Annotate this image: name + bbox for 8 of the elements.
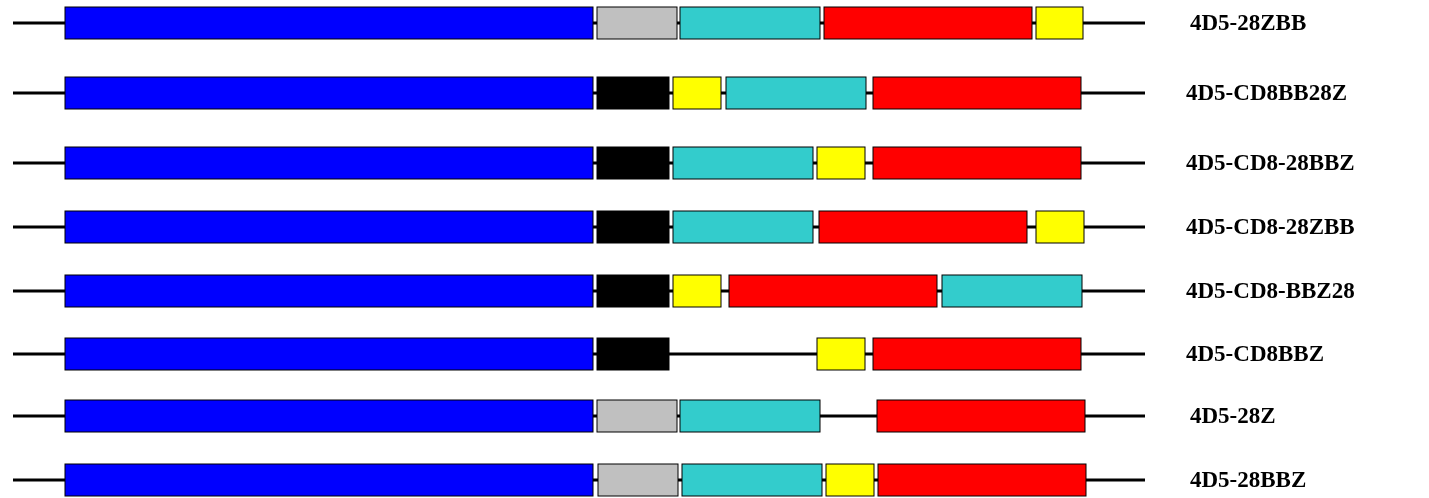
construct-label: 4D5-CD8-28BBZ (1186, 149, 1355, 177)
construct-label: 4D5-28BBZ (1190, 466, 1307, 494)
construct-label: 4D5-28ZBB (1190, 9, 1307, 37)
construct-label: 4D5-CD8BBZ (1186, 340, 1324, 368)
construct-label: 4D5-28Z (1190, 402, 1276, 430)
construct-label: 4D5-CD8-BBZ28 (1186, 277, 1355, 305)
construct-label: 4D5-CD8-28ZBB (1186, 213, 1355, 241)
construct-label: 4D5-CD8BB28Z (1186, 79, 1347, 107)
